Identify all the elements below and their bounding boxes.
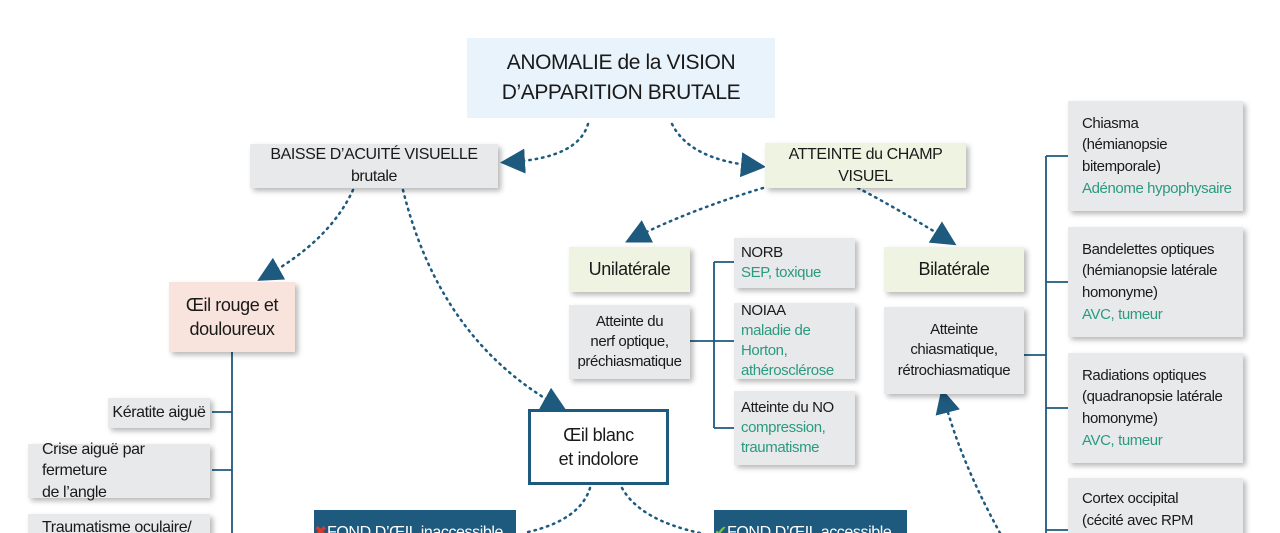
bandelettes-line1: Bandelettes optiques bbox=[1082, 240, 1215, 258]
atteinte-chiasm-line3: rétrochiasmatique bbox=[897, 361, 1011, 379]
atteinte-no-cause2: traumatisme bbox=[741, 439, 820, 457]
atteinte-nerf-box: Atteinte du nerf optique, préchiasmatiqu… bbox=[569, 305, 690, 379]
oeil-rouge-line2: douloureux bbox=[189, 319, 275, 339]
chiasma-box: Chiasma (hémianopsie bitemporale) Adénom… bbox=[1068, 101, 1243, 211]
atteinte-nerf-line2: nerf optique, bbox=[590, 332, 669, 350]
atteinte-no-title: Atteinte du NO bbox=[741, 398, 834, 416]
bilaterale-label: Bilatérale bbox=[918, 259, 990, 280]
cortex-line1: Cortex occipital bbox=[1082, 490, 1179, 507]
oeil-rouge-box: Œil rouge et douloureux bbox=[169, 282, 295, 352]
oeil-blanc-line1: Œil blanc bbox=[563, 424, 634, 445]
chiasma-line1: Chiasma bbox=[1082, 114, 1139, 132]
noiaa-cause2: athérosclérose bbox=[741, 362, 834, 380]
oeil-blanc-box: Œil blanc et indolore bbox=[528, 409, 669, 485]
check-icon: ✔ bbox=[714, 524, 728, 533]
champ-visuel-label: ATTEINTE du CHAMP VISUEL bbox=[788, 145, 943, 185]
atteinte-chiasm-line1: Atteinte bbox=[930, 321, 978, 339]
atteinte-nerf-line3: préchiasmatique bbox=[577, 353, 682, 371]
crise-line2: de l’angle bbox=[42, 483, 107, 501]
bandelettes-cause: AVC, tumeur bbox=[1082, 305, 1163, 323]
unilaterale-box: Unilatérale bbox=[569, 247, 690, 292]
title-line1: ANOMALIE de la VISION bbox=[506, 50, 736, 74]
atteinte-chiasm-line2: chiasmatique, bbox=[910, 341, 998, 359]
fond-inaccessible-label: FOND D’ŒIL inaccessible bbox=[327, 524, 504, 533]
norb-title: NORB bbox=[741, 243, 783, 261]
fond-accessible-label: FOND D’ŒIL accessible bbox=[727, 524, 892, 533]
radiations-line2: (quadranopsie latérale bbox=[1082, 388, 1223, 406]
oeil-rouge-line1: Œil rouge et bbox=[185, 294, 279, 315]
cortex-line2: (cécité avec RPM bbox=[1082, 511, 1194, 529]
champ-visuel-box: ATTEINTE du CHAMP VISUEL bbox=[765, 143, 966, 188]
crise-line1: Crise aiguë par fermeture bbox=[42, 440, 145, 480]
bandelettes-line2: (hémianopsie latérale bbox=[1082, 262, 1218, 280]
bilaterale-box: Bilatérale bbox=[884, 247, 1024, 292]
title-box: ANOMALIE de la VISION D’APPARITION BRUTA… bbox=[467, 38, 775, 118]
chiasma-line2: (hémianopsie bbox=[1082, 136, 1168, 154]
cross-icon: ✖ bbox=[314, 524, 328, 533]
noiaa-cause1: maladie de Horton, bbox=[741, 321, 811, 359]
bandelettes-line3: homonyme) bbox=[1082, 284, 1158, 301]
radiations-cause: AVC, tumeur bbox=[1082, 431, 1163, 449]
crise-box: Crise aiguë par fermeture de l’angle bbox=[28, 441, 210, 501]
norb-cause: SEP, toxique bbox=[741, 264, 821, 281]
atteinte-no-box: Atteinte du NO compression, traumatisme bbox=[734, 391, 855, 465]
traumatisme-label: Traumatisme oculaire/ bbox=[42, 519, 192, 533]
radiations-box: Radiations optiques (quadranopsie latéra… bbox=[1068, 353, 1243, 463]
traumatisme-box: Traumatisme oculaire/ bbox=[28, 514, 210, 533]
keratite-box: Kératite aiguë bbox=[108, 398, 210, 428]
noiaa-box: NOIAA maladie de Horton, athérosclérose bbox=[734, 301, 855, 380]
cortex-box: Cortex occipital (cécité avec RPM bbox=[1068, 478, 1243, 533]
baisse-acuite-box: BAISSE D’ACUITÉ VISUELLE brutale bbox=[250, 144, 498, 188]
oeil-blanc-line2: et indolore bbox=[558, 449, 639, 469]
atteinte-nerf-line1: Atteinte du bbox=[595, 312, 664, 330]
atteinte-chiasm-box: Atteinte chiasmatique, rétrochiasmatique bbox=[884, 307, 1024, 394]
unilaterale-label: Unilatérale bbox=[588, 259, 671, 280]
chiasma-cause: Adénome hypophysaire bbox=[1082, 179, 1232, 197]
norb-box: NORB SEP, toxique bbox=[734, 238, 855, 288]
baisse-acuite-label: BAISSE D’ACUITÉ VISUELLE brutale bbox=[270, 146, 478, 185]
keratite-label: Kératite aiguë bbox=[112, 404, 206, 422]
radiations-line3: homonyme) bbox=[1082, 410, 1158, 427]
atteinte-no-cause1: compression, bbox=[741, 418, 826, 436]
bandelettes-box: Bandelettes optiques (hémianopsie latéra… bbox=[1068, 227, 1243, 337]
fond-inaccessible-box: ✖ FOND D’ŒIL inaccessible bbox=[314, 510, 516, 533]
noiaa-title: NOIAA bbox=[741, 301, 786, 319]
chiasma-line3: bitemporale) bbox=[1082, 158, 1161, 175]
title-line2: D’APPARITION BRUTALE bbox=[501, 81, 741, 104]
fond-accessible-box: ✔ FOND D’ŒIL accessible bbox=[714, 510, 907, 533]
radiations-line1: Radiations optiques bbox=[1082, 366, 1207, 384]
